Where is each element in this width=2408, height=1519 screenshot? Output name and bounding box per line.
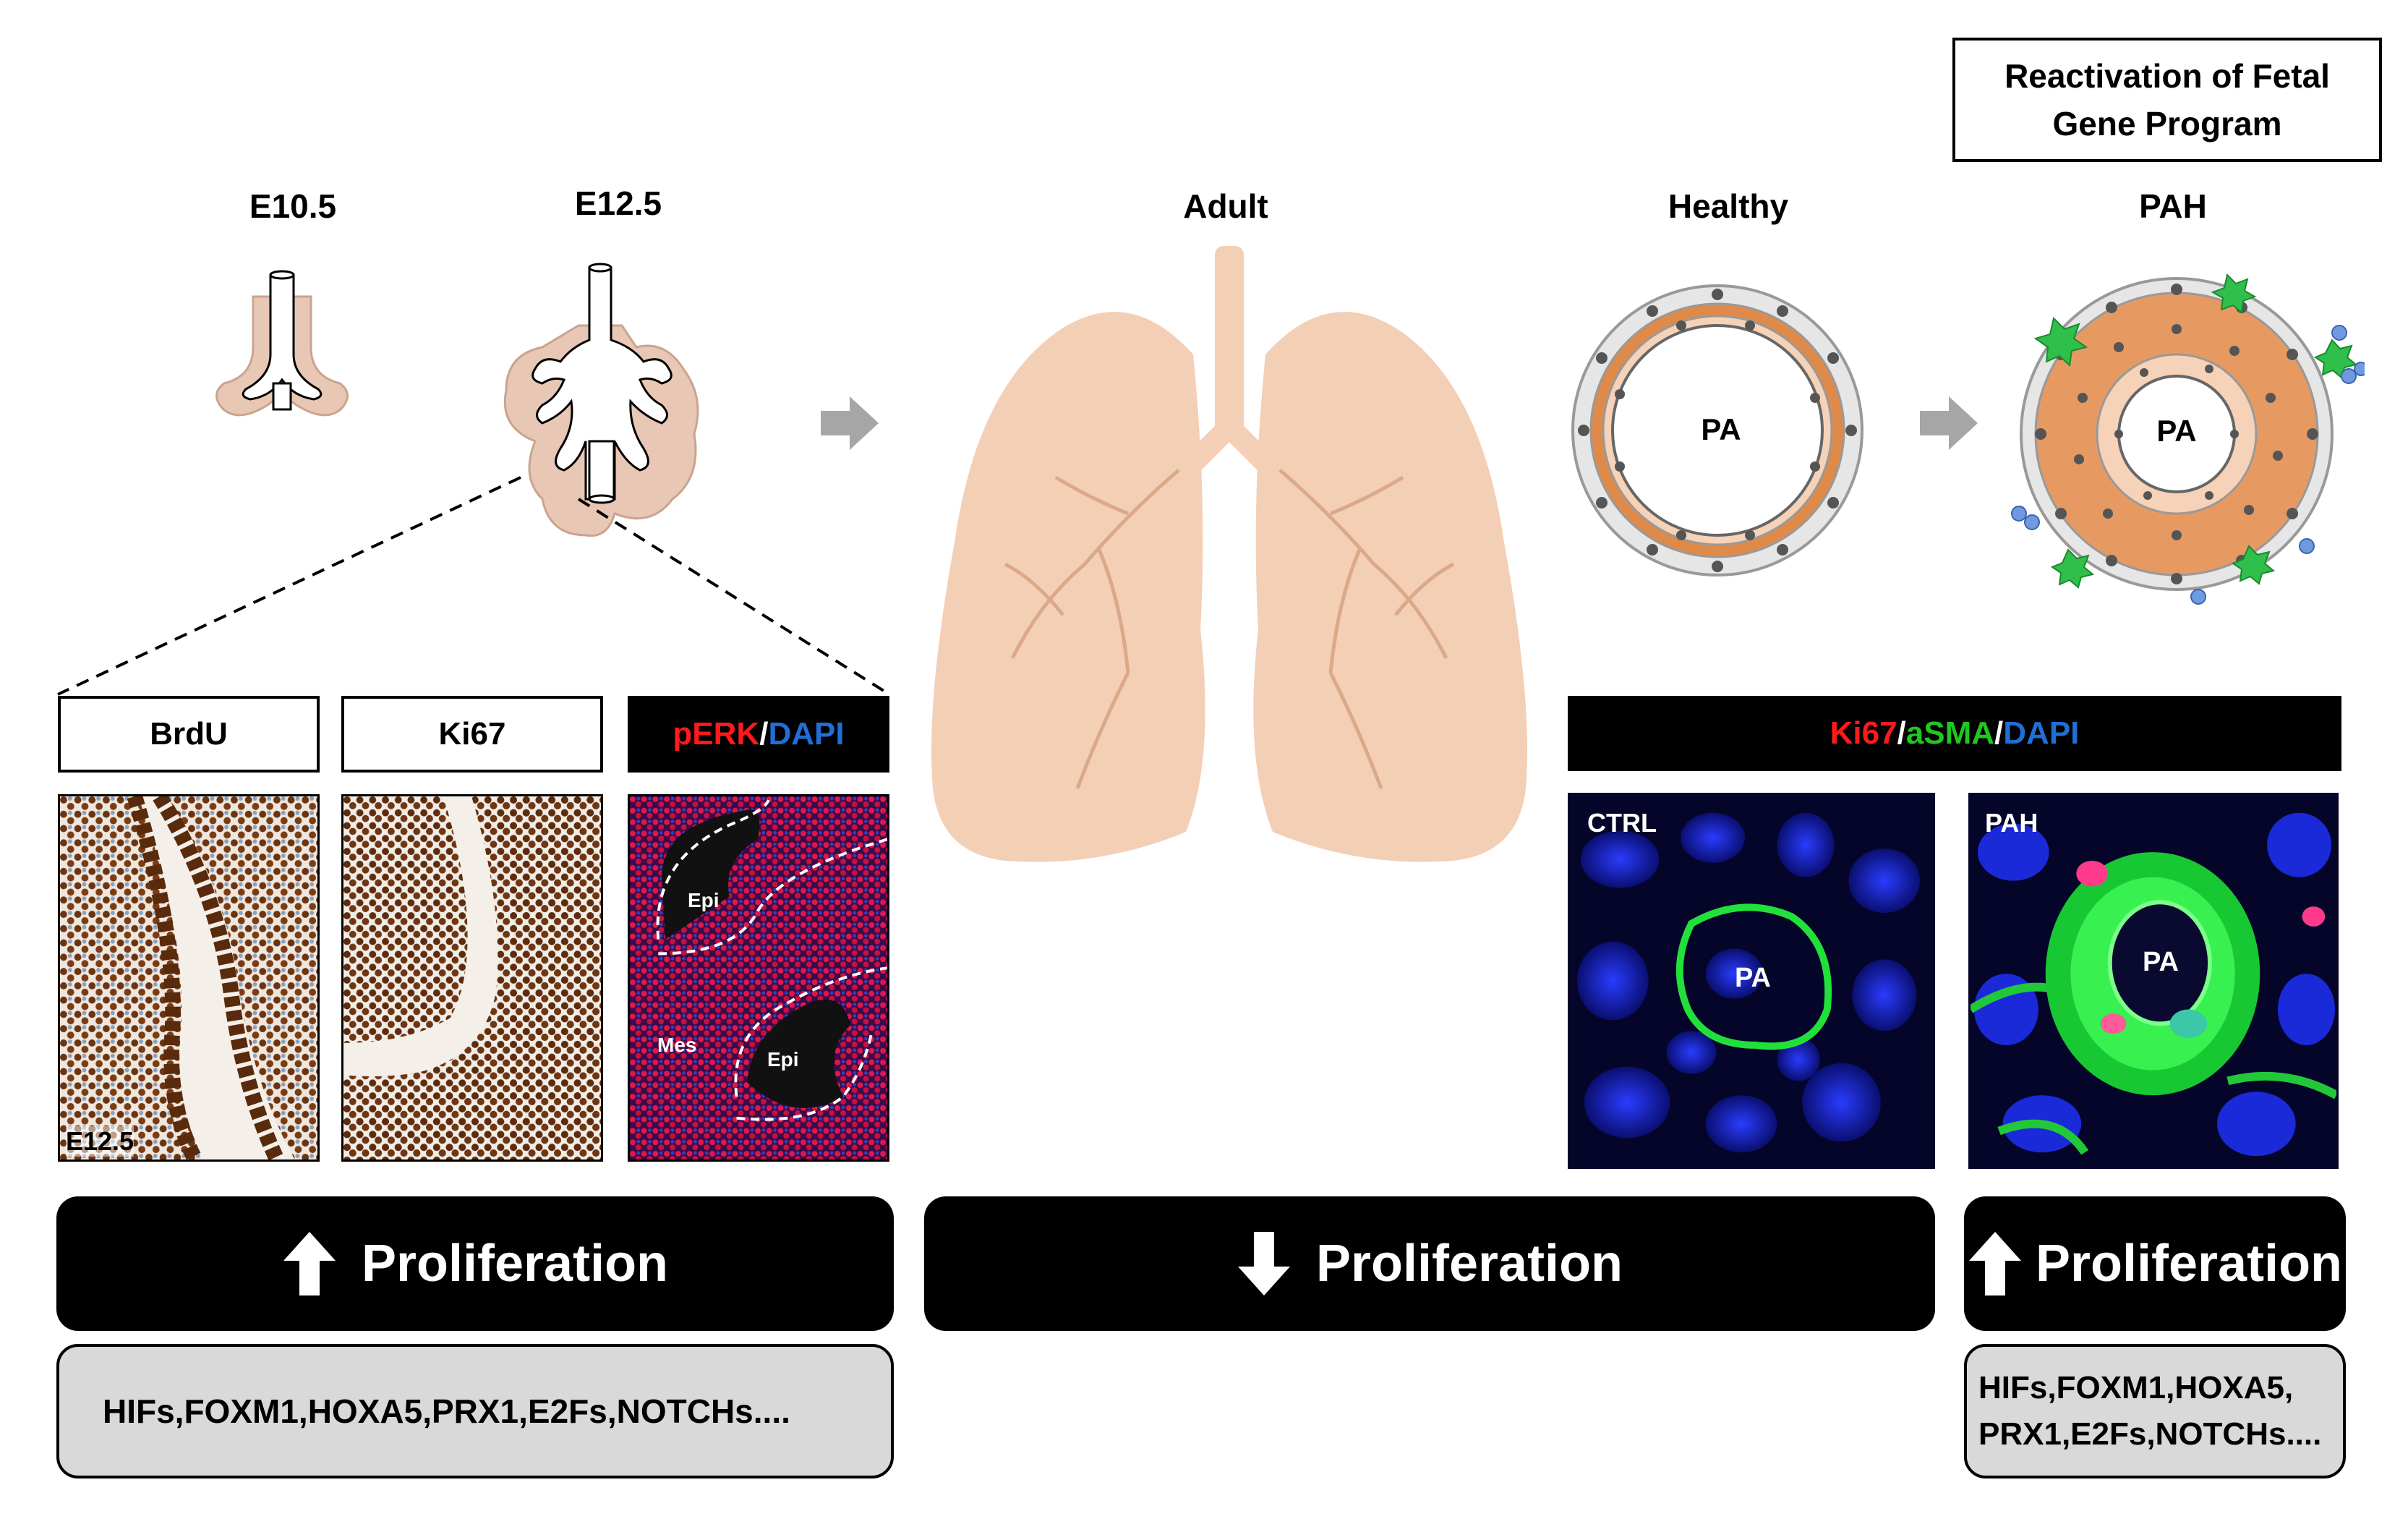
gene-list-left-text: HIFs,FOXM1,HOXA5,PRX1,E2Fs,NOTCHs.... xyxy=(103,1392,790,1430)
fetal-program-box: Reactivation of Fetal Gene Program xyxy=(1952,38,2382,162)
arrow-right-icon xyxy=(1920,396,1978,450)
adult-lungs-illustration xyxy=(931,246,1527,862)
dapi-label-part: DAPI xyxy=(2003,715,2080,751)
e10-5-lung-bud-illustration xyxy=(215,270,349,417)
arrow-right-icon xyxy=(821,396,879,450)
gene-list-left: HIFs,FOXM1,HOXA5,PRX1,E2Fs,NOTCHs.... xyxy=(56,1344,894,1478)
gene-list-right: HIFs,FOXM1,HOXA5, PRX1,E2Fs,NOTCHs.... xyxy=(1964,1344,2346,1478)
brdu-micrograph: E12.5 xyxy=(58,794,320,1162)
pah-tag: PAH xyxy=(1985,808,2038,838)
pah-fluorescence-micrograph: PAH PA xyxy=(1968,793,2339,1169)
header-sep-1: / xyxy=(1897,715,1906,751)
perk-label-sep: / xyxy=(759,716,769,752)
perk-epi-bottom-tag: Epi xyxy=(767,1048,799,1071)
ki67-label-part: Ki67 xyxy=(1830,715,1897,751)
fetal-program-line2: Gene Program xyxy=(2052,105,2282,142)
gene-list-right-line2: PRX1,E2Fs,NOTCHs.... xyxy=(1978,1416,2322,1452)
pah-vessel-lumen-label: PA xyxy=(2156,414,2197,448)
proliferation-middle-label: Proliferation xyxy=(1315,1235,1623,1293)
arrow-up-icon xyxy=(1968,1232,2021,1295)
stage-label-e12-5: E12.5 xyxy=(574,184,662,222)
ki67-micrograph xyxy=(341,794,603,1162)
perk-dapi-label: pERK/DAPI xyxy=(628,696,889,773)
perk-epi-top-tag: Epi xyxy=(688,889,720,911)
ki67-asma-dapi-label: Ki67/aSMA/DAPI xyxy=(1568,696,2341,771)
ki67-label: Ki67 xyxy=(341,696,603,773)
ctrl-lumen-label: PA xyxy=(1735,963,1771,993)
gene-list-right-line1: HIFs,FOXM1,HOXA5, xyxy=(1978,1370,2294,1405)
brdu-corner-tag: E12.5 xyxy=(66,1126,135,1157)
brdu-label: BrdU xyxy=(58,696,320,773)
healthy-vessel-cross-section xyxy=(1571,284,1863,576)
proliferation-right-label: Proliferation xyxy=(2035,1235,2343,1293)
proliferation-bar-left: Proliferation xyxy=(56,1196,894,1331)
proliferation-bar-middle: Proliferation xyxy=(924,1196,1935,1331)
proliferation-bar-right: Proliferation xyxy=(1964,1196,2346,1331)
stage-label-pah: PAH xyxy=(2139,187,2207,225)
stage-label-e10-5: E10.5 xyxy=(249,187,337,225)
healthy-vessel-lumen-label: PA xyxy=(1701,412,1741,446)
stage-label-healthy: Healthy xyxy=(1668,187,1789,225)
ctrl-tag: CTRL xyxy=(1587,808,1657,838)
header-sep-2: / xyxy=(1994,715,2004,751)
e12-5-branching-lung-illustration xyxy=(503,263,699,537)
arrow-down-icon xyxy=(1237,1232,1290,1295)
dapi-label-part: DAPI xyxy=(768,716,845,752)
ctrl-fluorescence-micrograph: CTRL PA xyxy=(1568,793,1935,1169)
perk-mes-tag: Mes xyxy=(657,1034,697,1056)
perk-dapi-micrograph: Epi Mes Epi xyxy=(628,794,889,1162)
pah-panel-lumen-label: PA xyxy=(2143,947,2179,977)
stage-label-adult: Adult xyxy=(1183,187,1268,225)
proliferation-left-label: Proliferation xyxy=(361,1235,669,1293)
asma-label-part: aSMA xyxy=(1905,715,1995,751)
fetal-program-line1: Reactivation of Fetal xyxy=(2004,57,2330,95)
perk-label-part: pERK xyxy=(673,716,760,752)
pah-vessel-cross-section xyxy=(2011,273,2365,605)
arrow-up-icon xyxy=(283,1232,336,1295)
